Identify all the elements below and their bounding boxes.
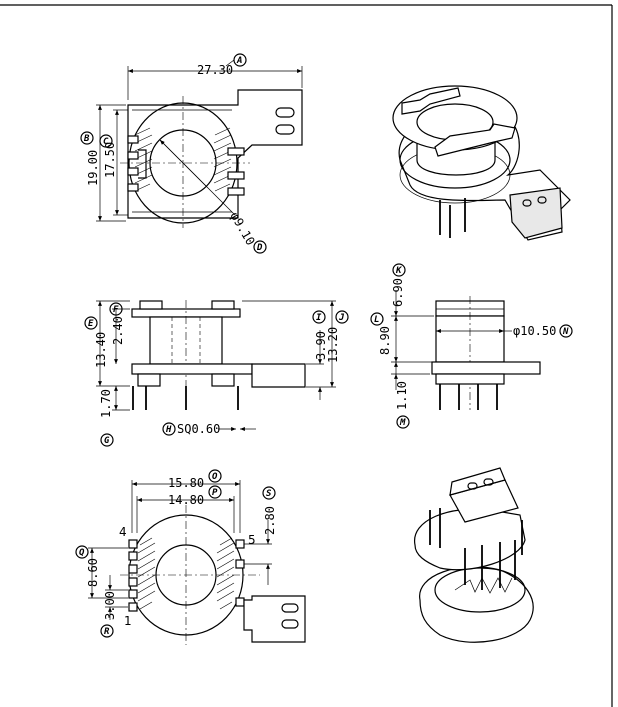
callout-B: B [83, 134, 90, 144]
side-pins [439, 384, 498, 410]
callout-S: S [266, 489, 272, 499]
bottom-tab [243, 595, 306, 643]
top-view: 27.30 A 19.00 B 17.50 C φ9.10 D [80, 53, 303, 254]
bottom-view: 15.80 O 14.80 P 2.80 S 8.60 Q 3.00 R 4 5… [75, 469, 306, 645]
dim-mid-height: 8.90 [378, 326, 392, 355]
dim-pin-row-span: 8.60 [86, 558, 100, 587]
callout-M: M [399, 418, 406, 428]
mounting-slot [281, 603, 299, 613]
mounting-slot [275, 124, 295, 135]
iso-bottom-pins [429, 508, 523, 590]
front-winding-body [149, 316, 223, 365]
top-view-outline [127, 89, 303, 219]
dim-pin-pitch: 3.00 [103, 591, 117, 620]
dim-winding-height: 3.90 [314, 331, 328, 360]
callout-K: K [395, 266, 403, 276]
callout-G: G [104, 436, 110, 446]
callout-E: E [88, 319, 94, 329]
callout-F: F [113, 305, 119, 315]
callout-J: J [338, 313, 345, 323]
dim-core-diameter: φ9.10 [227, 210, 257, 248]
isometric-view-bottom [414, 467, 534, 643]
bottom-view-hatch-right [216, 537, 235, 610]
pin-number-1: 1 [124, 614, 132, 628]
dim-width-outer: 15.80 [168, 476, 204, 490]
dim-pin-offset: 2.80 [263, 506, 277, 535]
callout-I: I [316, 313, 322, 323]
dim-bobbin-diameter: φ10.50 [513, 324, 556, 338]
callout-A: A [236, 56, 242, 66]
side-bottom-flange [431, 361, 541, 375]
dim-body-height: 13.20 [326, 327, 340, 363]
callout-D: D [256, 243, 263, 253]
front-pins [132, 386, 239, 410]
callout-H: H [165, 425, 172, 435]
dim-pin-length: 1.70 [99, 389, 113, 418]
dim-bottom-height: 1.10 [395, 381, 409, 410]
callout-C: C [103, 137, 109, 147]
front-view: 13.40 E 2.40 F 1.70 G H SQ0.60 13.20 J 3… [84, 300, 349, 447]
mounting-slot [275, 107, 295, 118]
callout-Q: Q [79, 548, 85, 558]
dim-height-outer: 19.00 [86, 150, 100, 186]
dim-pin-section: SQ0.60 [177, 422, 220, 436]
page-border [0, 4, 613, 707]
dim-height-inner: 17.50 [103, 142, 117, 178]
pin-number-5: 5 [248, 533, 256, 547]
callout-P: P [212, 488, 218, 498]
callout-N: N [562, 327, 569, 337]
pin-number-4: 4 [119, 525, 127, 539]
dim-flange: 2.40 [111, 316, 125, 345]
callout-O: O [212, 472, 218, 482]
bottom-pins-left [128, 539, 138, 612]
side-view: 6.90 K 8.90 L 1.10 M φ10.50 N [370, 263, 573, 429]
bottom-view-hatch-left [137, 537, 156, 610]
dim-top-height: 6.90 [391, 278, 405, 307]
top-view-pins-right [227, 147, 245, 196]
top-view-pins-left [127, 135, 147, 192]
front-bottom-flange [131, 363, 253, 375]
dim-height-total: 13.40 [94, 332, 108, 368]
dim-width: 27.30 [197, 63, 233, 77]
mounting-slot [281, 619, 299, 629]
isometric-view-top [392, 85, 571, 241]
dim-width-inner: 14.80 [168, 493, 204, 507]
callout-L: L [374, 315, 379, 325]
callout-R: R [104, 627, 110, 637]
top-view-hatch-right [213, 127, 232, 192]
